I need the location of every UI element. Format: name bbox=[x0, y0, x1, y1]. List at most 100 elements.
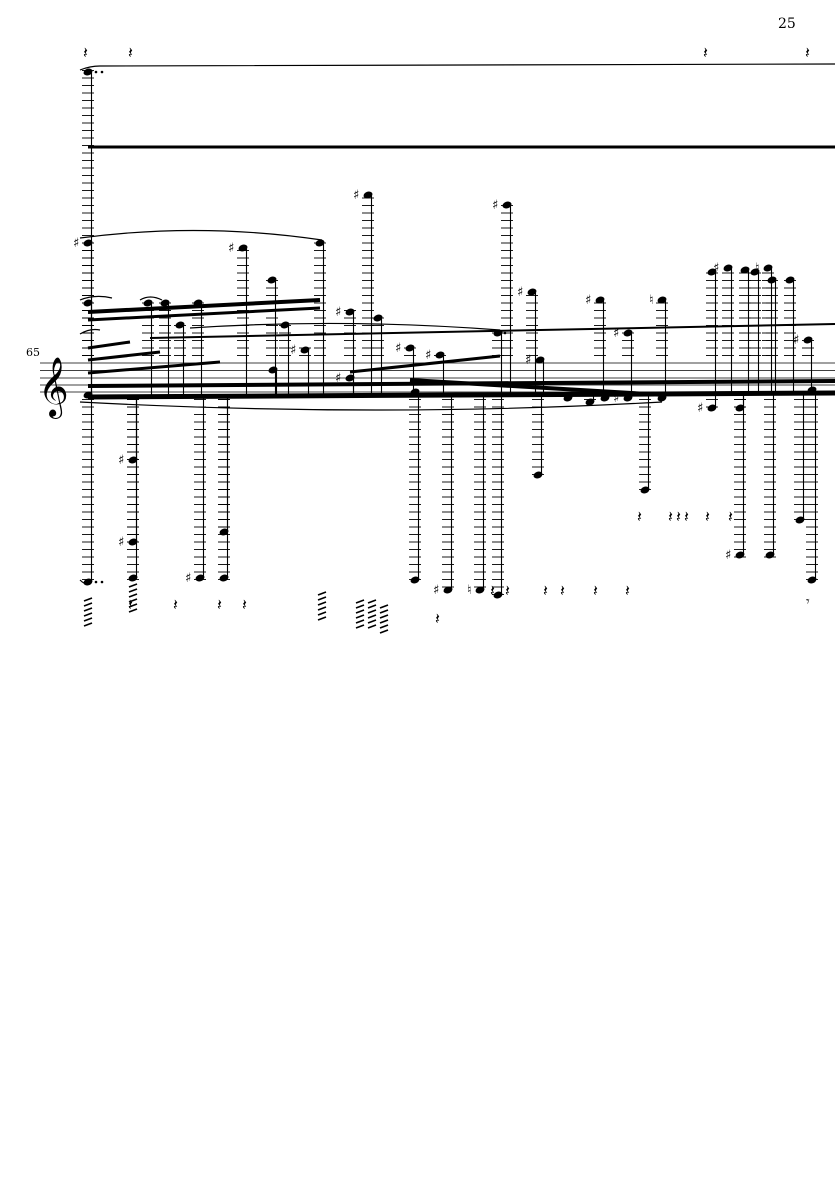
sharp-icon: ♯ bbox=[585, 293, 591, 308]
notehead bbox=[195, 574, 205, 582]
sharp-icon: ♯ bbox=[433, 583, 439, 598]
tremolo-stroke bbox=[355, 604, 365, 609]
tremolo-stroke bbox=[83, 622, 93, 627]
notehead bbox=[280, 321, 290, 329]
sharp-icon: ♯ bbox=[517, 285, 523, 300]
sharp-icon: ♯ bbox=[395, 341, 401, 356]
notehead bbox=[527, 288, 537, 296]
slur bbox=[79, 229, 323, 241]
tremolo-stroke bbox=[355, 624, 365, 629]
sharp-icon: ♯ bbox=[492, 198, 498, 213]
beam bbox=[87, 350, 161, 362]
sharp-icon: ♯ bbox=[425, 348, 431, 363]
notehead bbox=[493, 329, 503, 337]
page-number: 25 bbox=[778, 16, 796, 32]
quarter-rest-icon: 𝄽 bbox=[560, 581, 565, 600]
notehead bbox=[405, 344, 415, 352]
notehead bbox=[767, 276, 777, 284]
tremolo-stroke bbox=[367, 619, 377, 624]
slur bbox=[79, 295, 113, 301]
quarter-rest-icon: 𝄽 bbox=[593, 581, 598, 600]
notehead bbox=[585, 398, 595, 406]
notehead bbox=[160, 299, 170, 307]
noteheads bbox=[83, 68, 817, 599]
slur bbox=[79, 328, 101, 335]
notehead bbox=[83, 239, 93, 247]
sharp-icon: ♯ bbox=[118, 453, 124, 468]
tremolo-stroke bbox=[379, 619, 389, 624]
tremolo-stroke bbox=[379, 609, 389, 614]
augmentation-dot bbox=[100, 70, 104, 74]
tremolo-stroke bbox=[355, 599, 365, 604]
tremolo-stroke bbox=[355, 619, 365, 624]
beam bbox=[87, 298, 321, 314]
notehead bbox=[640, 486, 650, 494]
beam bbox=[409, 378, 666, 397]
tremolo-stroke bbox=[367, 599, 377, 604]
notehead bbox=[807, 576, 817, 584]
notehead bbox=[143, 299, 153, 307]
slur bbox=[139, 296, 163, 301]
notehead bbox=[657, 394, 667, 402]
notehead bbox=[315, 239, 325, 247]
notehead bbox=[657, 296, 667, 304]
sharp-icon: ♯ bbox=[725, 548, 731, 563]
notehead bbox=[535, 356, 545, 364]
quarter-rest-icon: 𝄽 bbox=[703, 43, 708, 62]
tremolo-stroke bbox=[83, 612, 93, 617]
measure-number: 65 bbox=[26, 346, 40, 359]
tremolo-stroke bbox=[83, 602, 93, 607]
sharp-icon: ♯ bbox=[73, 236, 79, 251]
notehead bbox=[128, 538, 138, 546]
notehead bbox=[219, 528, 229, 536]
notehead bbox=[443, 586, 453, 594]
tremolo-stroke bbox=[379, 614, 389, 619]
stems bbox=[90, 72, 817, 595]
notehead bbox=[83, 68, 93, 76]
tremolo-stroke bbox=[367, 624, 377, 629]
augmentation-dot bbox=[100, 580, 104, 584]
tremolo-stroke bbox=[128, 598, 138, 603]
notehead bbox=[128, 574, 138, 582]
beam bbox=[87, 306, 321, 322]
notehead bbox=[502, 201, 512, 209]
sharp-icon: ♯ bbox=[613, 391, 619, 406]
notehead bbox=[807, 386, 817, 394]
notehead bbox=[267, 276, 277, 284]
tremolo-stroke bbox=[83, 597, 93, 602]
slurs bbox=[79, 63, 835, 585]
notehead bbox=[238, 244, 248, 252]
sharp-icon: ♯ bbox=[697, 401, 703, 416]
quarter-rest-icon: 𝄽 bbox=[83, 43, 88, 62]
sharp-icon: ♯ bbox=[353, 188, 359, 203]
notehead bbox=[750, 268, 760, 276]
sharp-icon: ♯ bbox=[118, 535, 124, 550]
tremolo-stroke bbox=[317, 606, 327, 611]
quarter-rest-icon: 𝄽 bbox=[805, 43, 810, 62]
notehead bbox=[128, 456, 138, 464]
sharp-icon: ♯ bbox=[525, 353, 531, 368]
natural-icon: ♮ bbox=[467, 583, 472, 598]
tremolo-stroke bbox=[355, 614, 365, 619]
tremolo-stroke bbox=[83, 617, 93, 622]
beams bbox=[87, 145, 835, 400]
sharp-icon: ♯ bbox=[185, 571, 191, 586]
beam bbox=[87, 340, 131, 350]
tremolo-stroke bbox=[379, 629, 389, 634]
quarter-rest-icon: 𝄽 bbox=[217, 595, 222, 614]
notehead bbox=[345, 308, 355, 316]
tremolo-stroke bbox=[128, 608, 138, 613]
tremolo-stroke bbox=[128, 593, 138, 598]
accidentals: ♯♯♯♯♯♯♯♯♯♯♯♯♯♯♯♯♯♯♯♯♯♯♮♮♮ bbox=[73, 188, 799, 598]
beam bbox=[87, 390, 835, 400]
notehead bbox=[563, 394, 573, 402]
notehead bbox=[765, 551, 775, 559]
quarter-rest-icon: 𝄽 bbox=[128, 595, 133, 614]
quarter-rest-icon: 𝄽 bbox=[637, 507, 642, 526]
notehead bbox=[410, 576, 420, 584]
notehead bbox=[363, 191, 373, 199]
tremolo-stroke bbox=[379, 604, 389, 609]
notehead bbox=[219, 574, 229, 582]
tremolo-stroke bbox=[317, 591, 327, 596]
